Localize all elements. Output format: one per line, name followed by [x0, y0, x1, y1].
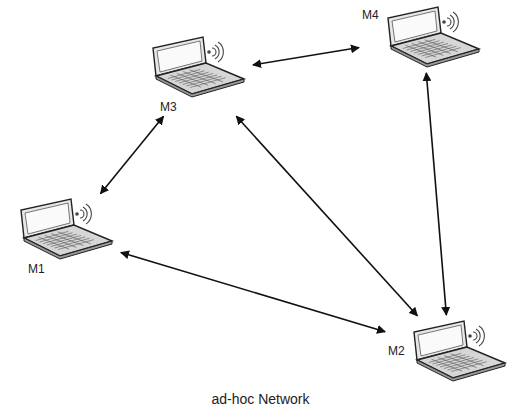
laptop-node: M2 [388, 318, 511, 384]
laptop-icon [146, 34, 250, 100]
node-label: M3 [146, 100, 177, 114]
laptop-node: M3 [146, 34, 250, 114]
laptop-node: M4 [362, 4, 485, 70]
link-arrow [121, 252, 385, 331]
link-arrow [426, 73, 446, 315]
link-arrow [100, 116, 163, 193]
caption: ad-hoc Network [0, 391, 521, 407]
node-label: M2 [388, 344, 407, 358]
link-arrow [236, 116, 417, 316]
laptop-icon [407, 318, 511, 384]
link-arrow [253, 48, 359, 65]
laptop-icon [381, 4, 485, 70]
node-label: M4 [362, 4, 381, 22]
node-label: M1 [14, 262, 45, 276]
laptop-node: M1 [14, 196, 118, 276]
laptop-icon [14, 196, 118, 262]
